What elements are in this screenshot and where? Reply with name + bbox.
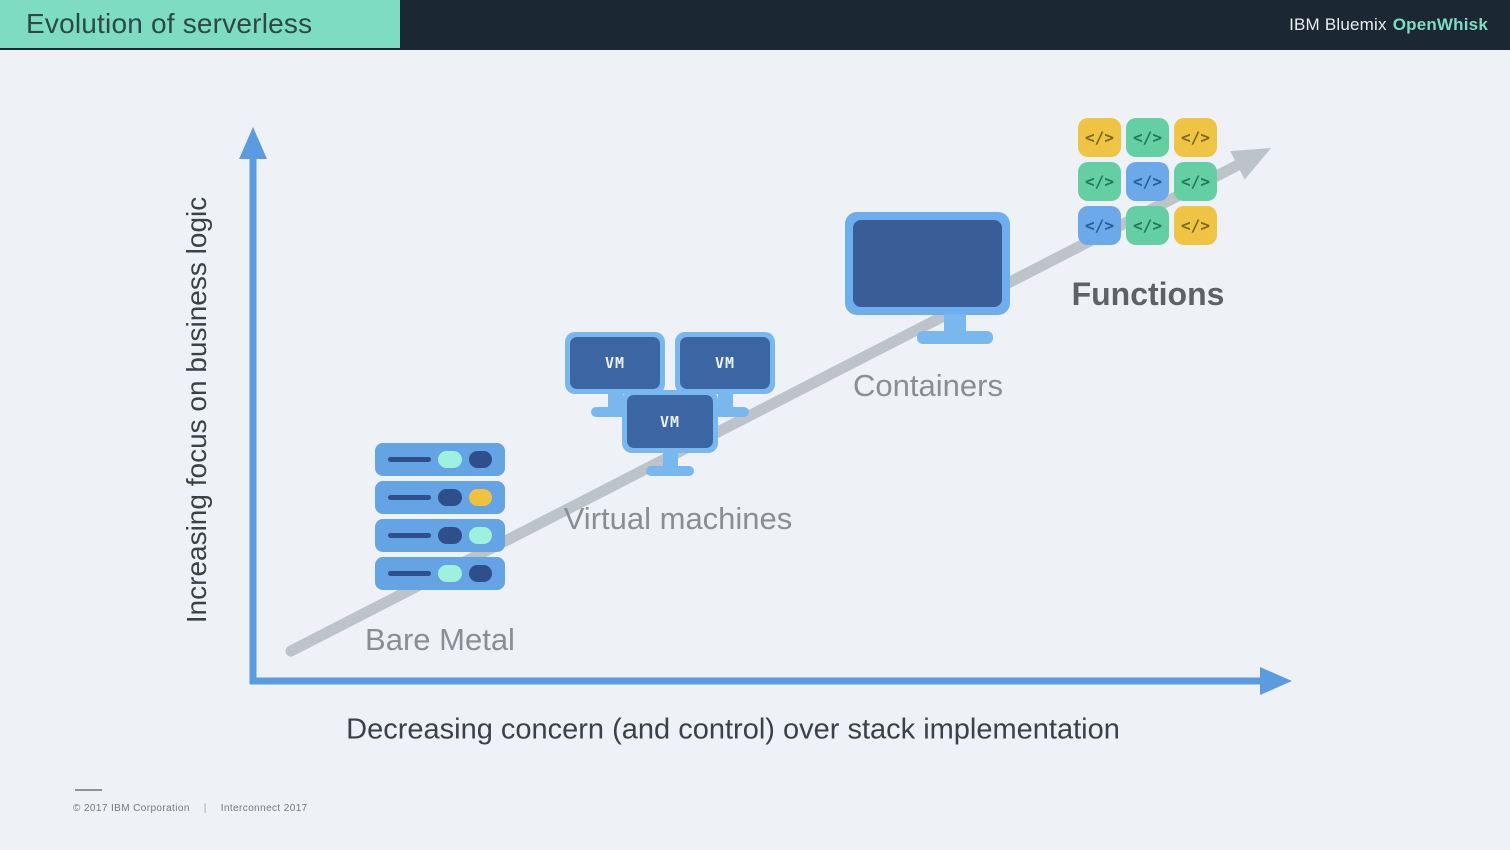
server-led	[438, 565, 462, 582]
vm-monitor-icon: VM	[565, 332, 665, 394]
code-tile-icon: </>	[1078, 118, 1121, 157]
monitor-stand-icon	[591, 393, 639, 417]
y-axis-label: Increasing focus on business logic	[181, 196, 212, 624]
containers-label: Containers	[853, 368, 1003, 403]
server-led	[438, 489, 462, 506]
server-led	[468, 489, 492, 506]
server-led	[468, 565, 492, 582]
server-slot-line	[388, 495, 432, 500]
containers-monitor-icon	[845, 212, 1010, 315]
server-led	[438, 527, 462, 544]
vm-monitor-icon: VM	[622, 390, 718, 453]
server-slot-line	[388, 457, 432, 462]
brand-prefix: IBM Bluemix	[1289, 15, 1387, 34]
functions-grid: </> </> </> </> </> </> </> </> </>	[1078, 118, 1217, 245]
code-tile-icon: </>	[1126, 162, 1169, 201]
monitor-stand-icon	[701, 393, 749, 417]
monitor-stand-icon	[917, 314, 993, 344]
monitor-stand-icon	[646, 452, 694, 476]
code-tile-icon: </>	[1078, 206, 1121, 245]
event-name: Interconnect 2017	[220, 803, 308, 814]
virtual-machines-label: Virtual machines	[563, 501, 793, 536]
code-tile-icon: </>	[1174, 162, 1217, 201]
footer-rule	[75, 789, 102, 791]
bare-metal-label: Bare Metal	[365, 622, 515, 657]
bare-metal-icon	[375, 443, 505, 595]
x-axis-label: Decreasing concern (and control) over st…	[346, 713, 1120, 746]
vm-monitor-icon: VM	[675, 332, 775, 394]
brand: IBM Bluemix OpenWhisk	[1289, 0, 1488, 50]
server-led	[468, 527, 492, 544]
slide-title-block: Evolution of serverless	[0, 0, 400, 48]
code-tile-icon: </>	[1174, 118, 1217, 157]
vm-text: VM	[714, 354, 736, 372]
copyright: © 2017 IBM Corporation	[73, 803, 190, 814]
page-title: Evolution of serverless	[26, 8, 313, 39]
code-tile-icon: </>	[1078, 162, 1121, 201]
server-icon	[375, 519, 505, 552]
server-led	[438, 451, 462, 468]
vm-text: VM	[604, 354, 626, 372]
server-slot-line	[388, 533, 432, 538]
server-slot-line	[388, 571, 432, 576]
server-led	[468, 451, 492, 468]
server-icon	[375, 443, 505, 476]
code-tile-icon: </>	[1126, 118, 1169, 157]
footer-text: © 2017 IBM Corporation | Interconnect 2017	[73, 803, 308, 814]
functions-label: Functions	[1071, 276, 1225, 312]
code-tile-icon: </>	[1126, 206, 1169, 245]
footer-separator: |	[203, 803, 207, 814]
vm-text: VM	[659, 412, 681, 431]
brand-product: OpenWhisk	[1392, 15, 1488, 34]
diagram-canvas: Increasing focus on business logic Decre…	[0, 50, 1510, 850]
server-icon	[375, 557, 505, 590]
code-tile-icon: </>	[1174, 206, 1217, 245]
server-icon	[375, 481, 505, 514]
